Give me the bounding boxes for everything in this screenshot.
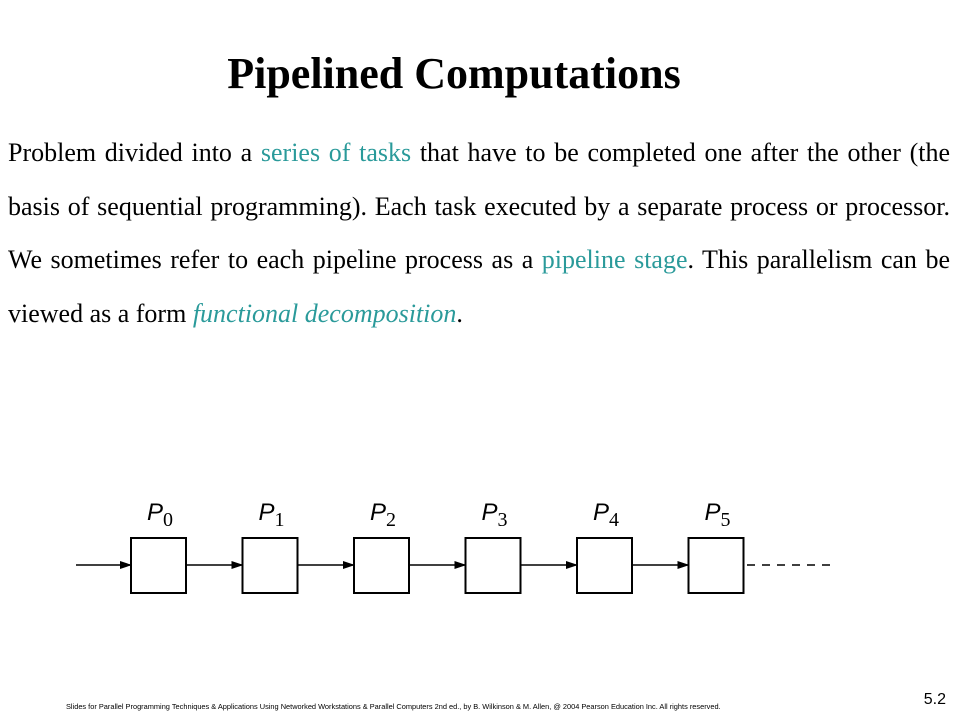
stage-box-4 [576, 537, 633, 594]
stage-label-3: P3 [482, 499, 508, 531]
stage-label-0: P0 [147, 499, 173, 531]
pipeline-stages: P0 P1 P2 P3 P4 P5 [76, 499, 745, 594]
paragraph-text-3: . This parallelism can be viewed as a fo… [8, 245, 951, 328]
paragraph-text-1: Problem divided into a [8, 138, 261, 167]
stage-label-5: P5 [705, 499, 731, 531]
pipeline-diagram: P0 P1 P2 P3 P4 P5 [76, 499, 836, 594]
body-paragraph: Problem divided into a series of tasks t… [8, 126, 950, 340]
stage-box-0 [130, 537, 187, 594]
stage-box-1 [241, 537, 299, 594]
footer-copyright: Slides for Parallel Programming Techniqu… [66, 702, 721, 711]
paragraph-text-2: that have to be completed one after the … [8, 138, 951, 274]
stage-box-5 [687, 537, 745, 594]
stage-label-2: P2 [370, 499, 396, 531]
stage-label-1: P1 [259, 499, 285, 531]
highlight-series-of-tasks: series of tasks [260, 138, 412, 167]
highlight-pipeline-stage: pipeline stage [541, 245, 688, 274]
highlight-functional-decomposition: functional decomposition [192, 298, 457, 328]
stage-box-2 [353, 537, 410, 594]
stage-label-4: P4 [593, 499, 619, 531]
slide-number: 5.2 [923, 691, 946, 708]
stage-box-3 [464, 537, 522, 594]
slide-title: Pipelined Computations [227, 49, 681, 98]
paragraph-text-4: . [456, 298, 463, 328]
